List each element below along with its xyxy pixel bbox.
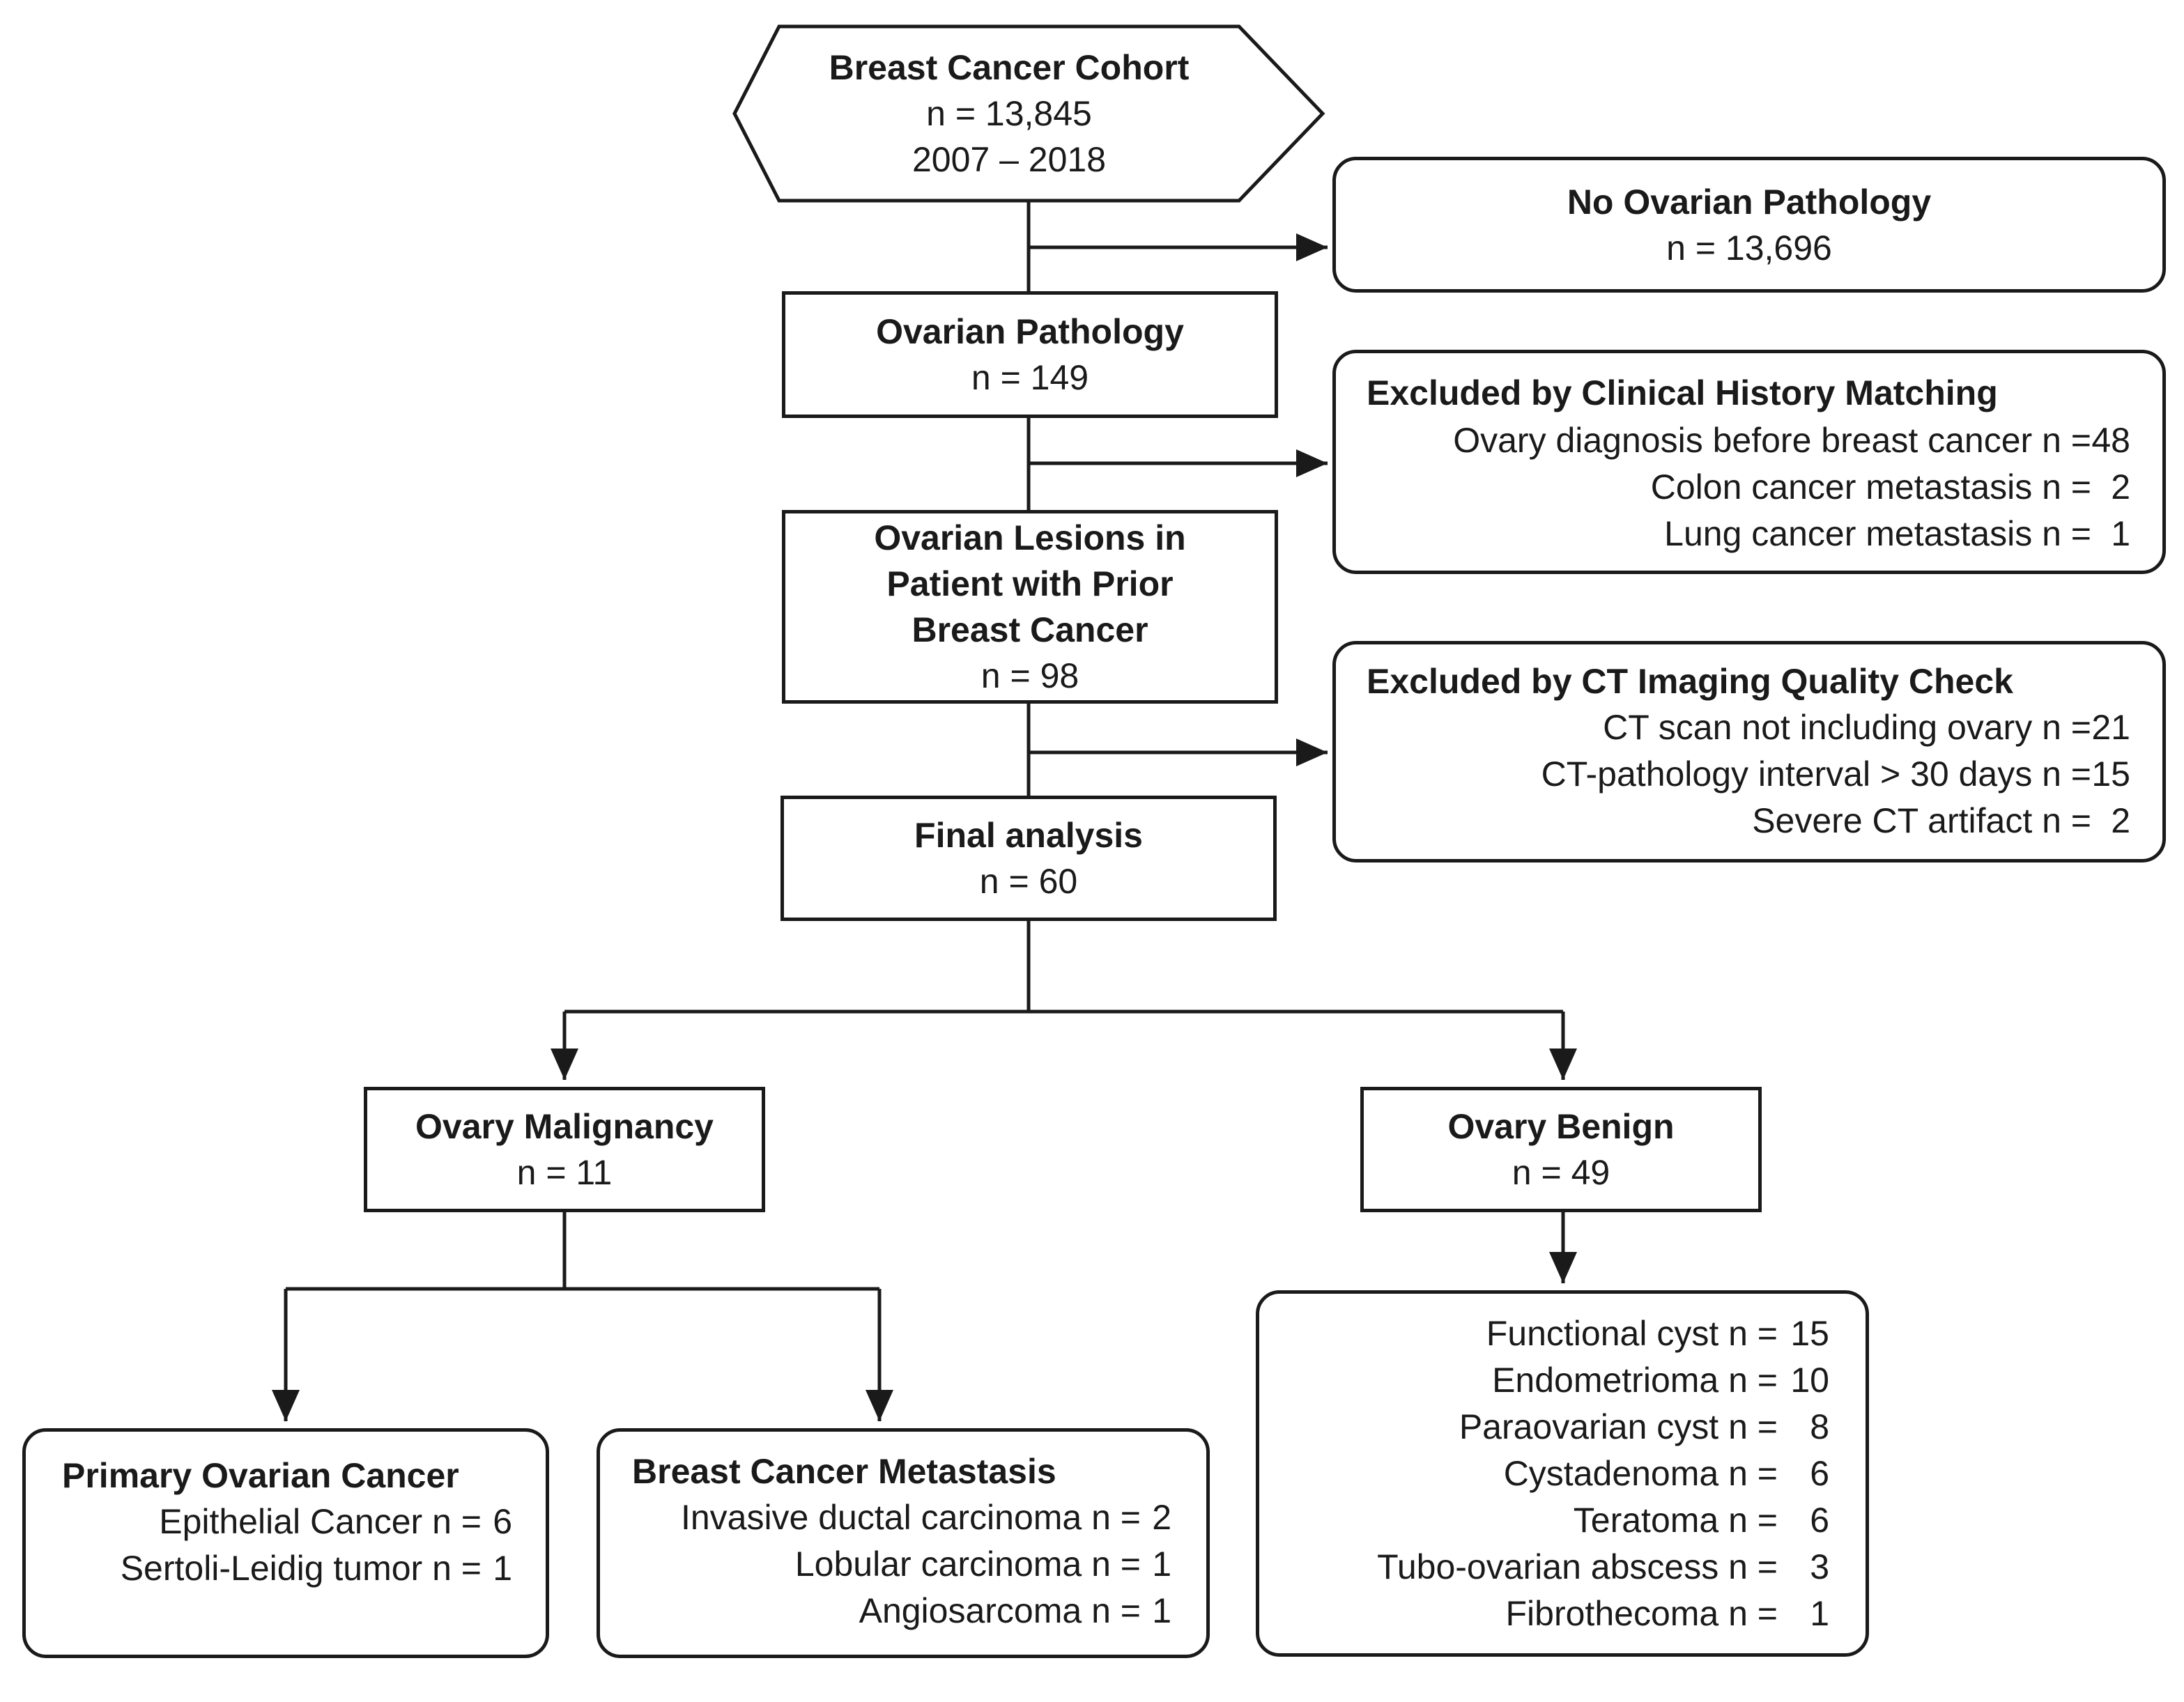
connector-malignancy-split [286, 1212, 879, 1291]
primary-list: Epithelial Cancer n =6 Sertoli-Leidig tu… [121, 1499, 512, 1592]
metastasis-list: Invasive ductal carcinoma n =2 Lobular c… [681, 1494, 1171, 1634]
no-ovarian-count: n = 13,696 [1666, 228, 1832, 268]
list-item: Colon cancer metastasis n =2 [1650, 467, 2130, 506]
cohort-years: 2007 – 2018 [912, 140, 1107, 179]
metastasis-title: Breast Cancer Metastasis [632, 1452, 1056, 1491]
excluded-ct-box: Excluded by CT Imaging Quality Check CT … [1332, 641, 2166, 862]
breast-cancer-metastasis-box: Breast Cancer Metastasis Invasive ductal… [597, 1428, 1210, 1658]
cohort-node: Breast Cancer Cohort n = 13,845 2007 – 2… [779, 26, 1239, 201]
list-item: Sertoli-Leidig tumor n =1 [120, 1549, 512, 1588]
benign-title: Ovary Benign [1447, 1107, 1675, 1146]
ovarian-pathology-box: Ovarian Pathology n = 149 [782, 291, 1278, 418]
final-title: Final analysis [914, 816, 1143, 855]
ovarian-pathology-title: Ovarian Pathology [876, 312, 1184, 351]
cohort-title: Breast Cancer Cohort [829, 48, 1190, 87]
list-item: Epithelial Cancer n =6 [159, 1502, 512, 1541]
list-item: Lung cancer metastasis n =1 [1664, 514, 2130, 553]
lesions-count: n = 98 [981, 656, 1079, 695]
benign-count: n = 49 [1512, 1153, 1610, 1192]
list-item: Fibrothecoma n =1 [1505, 1594, 1829, 1633]
final-analysis-box: Final analysis n = 60 [780, 796, 1277, 921]
ovary-malignancy-box: Ovary Malignancy n = 11 [364, 1087, 765, 1212]
malignancy-title: Ovary Malignancy [415, 1107, 714, 1146]
benign-types-list: Functional cyst n =15 Endometrioma n =10… [1377, 1310, 1829, 1637]
excluded-history-title: Excluded by Clinical History Matching [1367, 373, 1998, 412]
list-item: Cystadenoma n =6 [1503, 1454, 1829, 1493]
lesions-line-1: Ovarian Lesions in [874, 518, 1186, 557]
list-item: Functional cyst n =15 [1486, 1314, 1829, 1353]
primary-title: Primary Ovarian Cancer [62, 1456, 459, 1495]
list-item: Ovary diagnosis before breast cancer n =… [1453, 421, 2130, 460]
ovarian-lesions-box: Ovarian Lesions in Patient with Prior Br… [782, 510, 1278, 704]
cohort-hexagon-shape [732, 24, 1325, 203]
excluded-ct-title: Excluded by CT Imaging Quality Check [1367, 662, 2013, 701]
list-item: Teratoma n =6 [1573, 1501, 1829, 1540]
cohort-count: n = 13,845 [926, 94, 1092, 133]
list-item: Paraovarian cyst n =8 [1459, 1407, 1829, 1446]
ovary-benign-box: Ovary Benign n = 49 [1360, 1087, 1762, 1212]
list-item: CT scan not including ovary n =21 [1603, 708, 2130, 747]
list-item: CT-pathology interval > 30 days n =15 [1541, 755, 2130, 794]
final-count: n = 60 [979, 862, 1078, 901]
no-ovarian-pathology-box: No Ovarian Pathology n = 13,696 [1332, 157, 2166, 293]
list-item: Severe CT artifact n =2 [1752, 801, 2130, 840]
malignancy-count: n = 11 [516, 1153, 613, 1192]
excluded-ct-list: CT scan not including ovary n =21 CT-pat… [1541, 704, 2130, 844]
list-item: Lobular carcinoma n =1 [794, 1545, 1171, 1584]
list-item: Invasive ductal carcinoma n =2 [680, 1498, 1171, 1537]
benign-types-box: Functional cyst n =15 Endometrioma n =10… [1256, 1290, 1869, 1657]
lesions-line-3: Breast Cancer [912, 610, 1148, 649]
excluded-history-box: Excluded by Clinical History Matching Ov… [1332, 350, 2166, 574]
lesions-line-2: Patient with Prior [886, 564, 1174, 603]
list-item: Endometrioma n =10 [1492, 1361, 1829, 1400]
primary-ovarian-cancer-box: Primary Ovarian Cancer Epithelial Cancer… [22, 1428, 549, 1658]
connector-final-split [564, 921, 1563, 1014]
no-ovarian-title: No Ovarian Pathology [1567, 182, 1932, 222]
excluded-history-list: Ovary diagnosis before breast cancer n =… [1453, 417, 2130, 557]
list-item: Tubo-ovarian abscess n =3 [1377, 1547, 1829, 1586]
ovarian-pathology-count: n = 149 [971, 358, 1089, 397]
list-item: Angiosarcoma n =1 [859, 1591, 1171, 1630]
